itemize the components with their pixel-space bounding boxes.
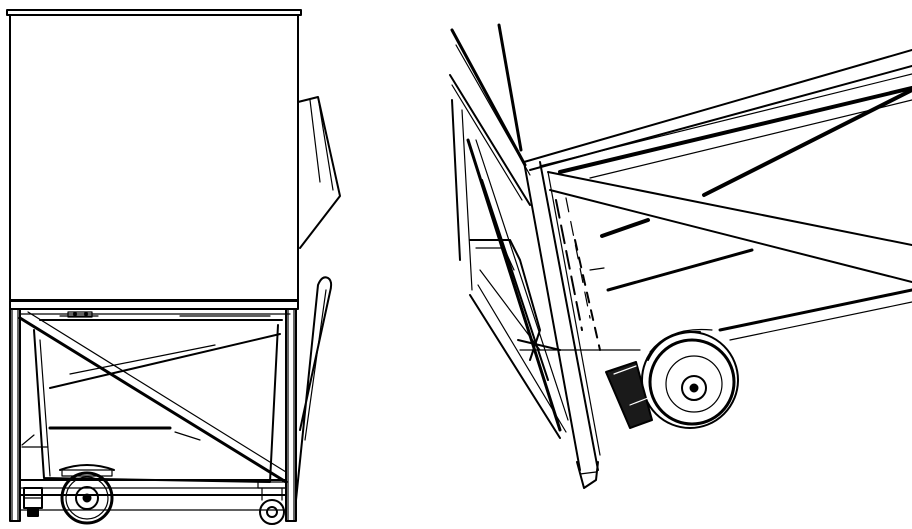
detail-left-frame [451, 99, 569, 439]
frame-uprights [9, 308, 297, 522]
detail-view [449, 23, 912, 489]
brake-block-left [23, 487, 43, 517]
ledge-bolts [67, 311, 93, 318]
detail-caster-wheel [641, 328, 739, 429]
side-chute [297, 96, 341, 249]
front-view [6, 9, 341, 525]
detail-corner-post [523, 161, 601, 489]
push-handle [295, 276, 333, 501]
frame-top-ledge [9, 300, 299, 321]
rear-caster [257, 481, 287, 525]
lid-rim [6, 9, 302, 16]
detail-brake-block [605, 361, 653, 429]
detail-top-rim [523, 49, 912, 179]
hopper-body [9, 14, 299, 301]
diagonal-brace [18, 311, 288, 484]
front-wheel [59, 464, 115, 525]
detail-inner-bin [555, 197, 912, 351]
inner-bin [21, 324, 281, 483]
detail-upright-tubes [449, 23, 531, 206]
bottom-rails [19, 479, 287, 511]
detail-lower-frame [469, 239, 641, 361]
detail-diagonal-brace [547, 88, 912, 283]
